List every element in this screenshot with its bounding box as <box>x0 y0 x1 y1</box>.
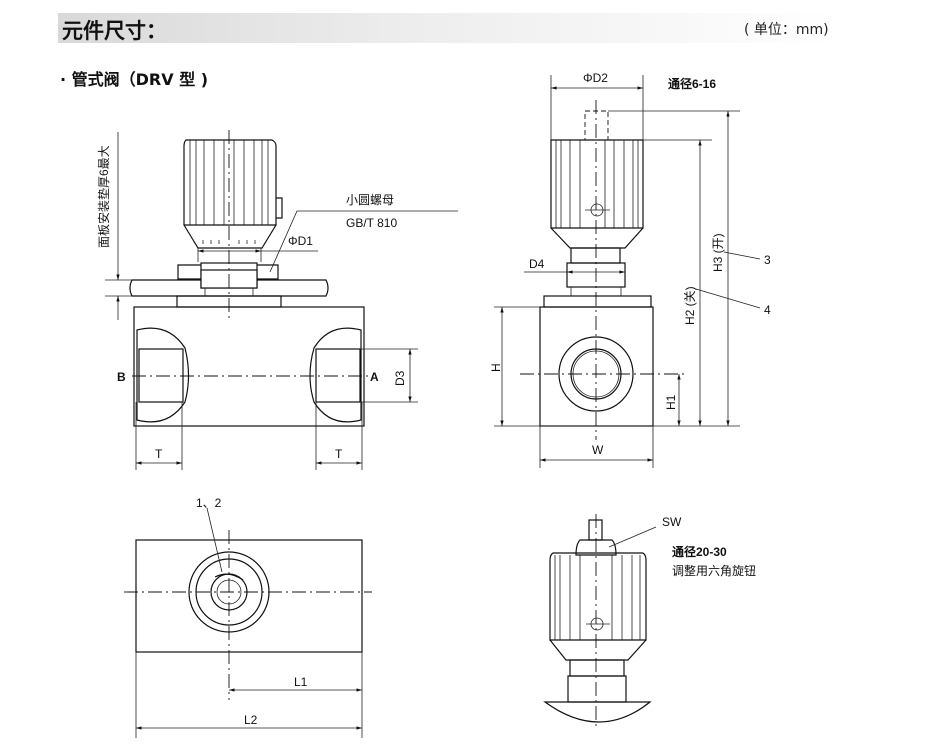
header-band <box>58 13 838 43</box>
top-view: 1、2 L1 L2 <box>124 496 372 738</box>
bore-note-small: 通径6-16 <box>668 76 716 91</box>
hex-knob-note: 调整用六角旋钮 <box>672 563 756 578</box>
callout-3: 3 <box>764 253 771 267</box>
d3-label: D3 <box>393 370 407 386</box>
t-left-label: T <box>155 447 163 461</box>
nut-standard-label: GB/T 810 <box>346 216 397 230</box>
sw-label: SW <box>662 515 682 529</box>
d4-label: D4 <box>529 257 545 271</box>
w-label: W <box>592 443 604 457</box>
valve-body <box>133 306 365 427</box>
unit-note: ( 单位：mm) <box>744 22 829 38</box>
d2-label: ΦD2 <box>583 71 608 85</box>
h2-label: H2 (关) <box>683 286 697 325</box>
h-label: H <box>489 363 503 372</box>
port-a-label: A <box>370 370 379 384</box>
front-view: 面板安装垫厚6最大 小圆螺母 GB/T 810 ΦD1 B A D3 T T <box>96 130 458 470</box>
hex-knob-view: SW 通径20-30 调整用六角旋钮 <box>543 514 756 728</box>
l1-label: L1 <box>294 675 308 689</box>
nut-name-label: 小圆螺母 <box>346 193 394 207</box>
knob <box>183 139 283 249</box>
side-view: ΦD2 通径6-16 D4 H H1 H2 (关) H3 (开) 3 4 W <box>489 71 771 468</box>
h3-label: H3 (开) <box>711 233 725 272</box>
callout-1-2: 1、2 <box>196 496 222 510</box>
panel <box>129 279 329 297</box>
page-title: 元件尺寸： <box>62 19 167 43</box>
h1-label: H1 <box>664 394 678 410</box>
d1-label: ΦD1 <box>288 234 313 248</box>
panel-thickness-note: 面板安装垫厚6最大 <box>96 145 111 248</box>
t-right-label: T <box>335 447 343 461</box>
l2-label: L2 <box>244 713 258 727</box>
bore-note-large: 通径20-30 <box>672 544 727 559</box>
section-title: · 管式阀（DRV 型 ) <box>60 70 209 89</box>
callout-4: 4 <box>764 303 771 317</box>
port-b-label: B <box>117 370 126 384</box>
